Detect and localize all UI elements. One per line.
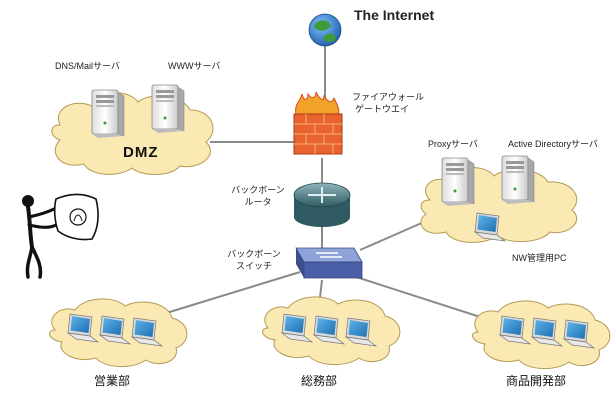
person-icon xyxy=(22,193,99,279)
router-icon xyxy=(293,182,351,227)
dept-general-label: 総務部 xyxy=(301,374,338,388)
server-icon xyxy=(501,155,535,205)
active-directory-server-label: Active Directoryサーバ xyxy=(508,139,598,149)
link-switch-sales xyxy=(149,271,301,319)
switch-label-line1: バックボーン xyxy=(227,249,281,259)
server-icon xyxy=(151,84,185,134)
www-server-label: WWWサーバ xyxy=(168,61,221,71)
nw-admin-pc-label: NW管理用PC xyxy=(512,253,567,263)
router-label-line1: バックボーン xyxy=(231,185,285,195)
firewall-label-line2: ゲートウエイ xyxy=(355,104,410,114)
dept-productdev-label: 商品開発部 xyxy=(506,374,567,388)
proxy-server-label: Proxyサーバ xyxy=(428,139,478,149)
switch-label-line2: スイッチ xyxy=(235,261,272,271)
dmz-label: DMZ xyxy=(123,144,159,161)
firewall-icon xyxy=(293,91,343,155)
internet-label: The Internet xyxy=(354,7,435,23)
globe-icon xyxy=(308,13,342,47)
switch-icon xyxy=(295,247,363,279)
server-icon xyxy=(91,89,125,139)
dept-sales-label: 営業部 xyxy=(94,374,131,388)
dmz-cloud xyxy=(51,92,214,175)
router-label-line2: ルータ xyxy=(244,197,272,207)
server-icon xyxy=(441,157,475,207)
firewall-label-line1: ファイアウォール xyxy=(352,92,425,102)
dns-mail-server-label: DNS/Mailサーバ xyxy=(55,61,120,71)
